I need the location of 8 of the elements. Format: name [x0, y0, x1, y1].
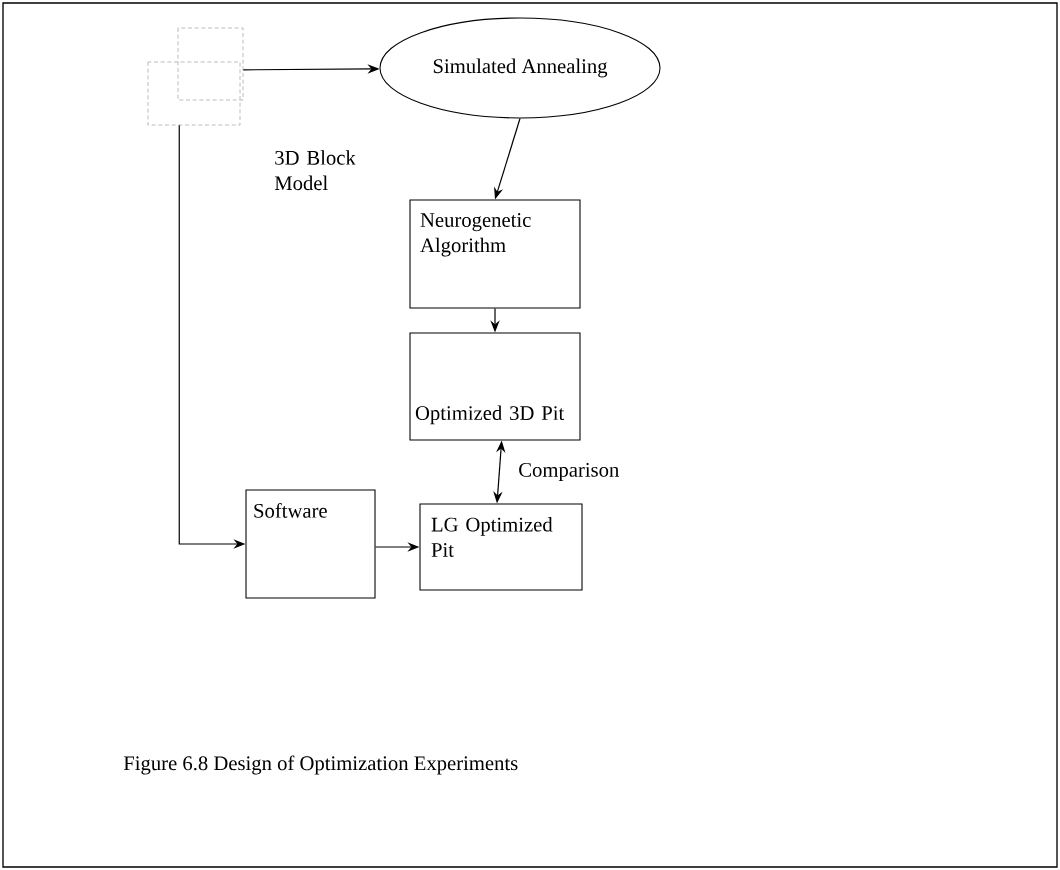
block-model-drawing: [147, 27, 244, 126]
process-box: LG Optimized Pit: [419, 503, 583, 591]
node-caption: 3D Block Model: [274, 150, 356, 191]
caption: Figure 6.8 Design of Optimization Experiments: [123, 755, 518, 775]
process-box: Neurogenetic Algorithm: [409, 199, 581, 309]
process-box: Optimized 3D Pit: [409, 332, 581, 441]
process-box: Software: [245, 489, 376, 599]
edge-label: Comparison: [519, 462, 619, 481]
